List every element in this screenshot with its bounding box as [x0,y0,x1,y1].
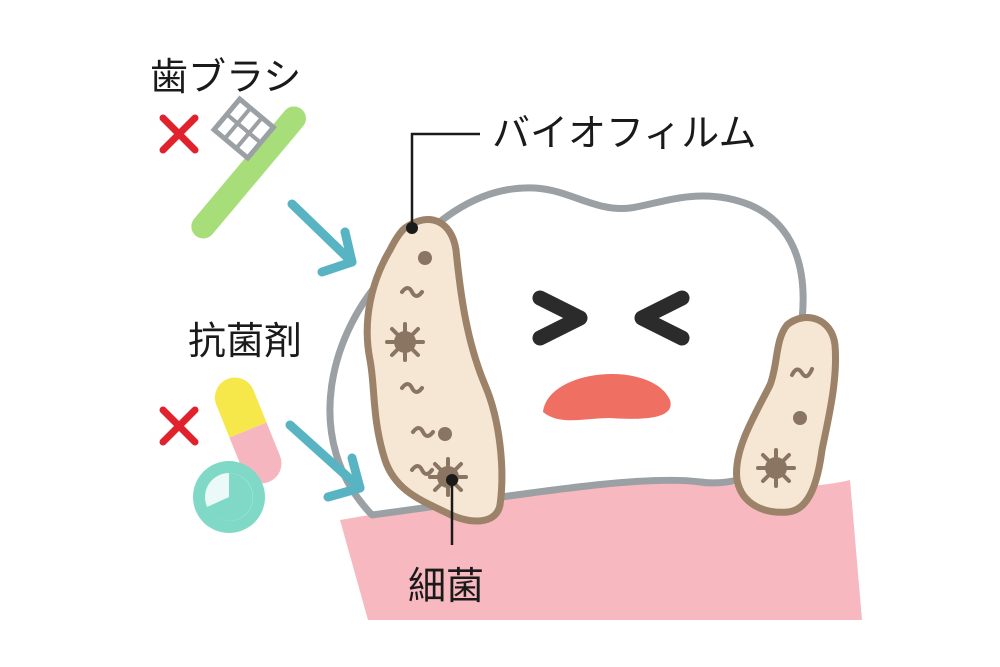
toothbrush-label: 歯ブラシ [150,55,302,99]
bacterium-squiggle [411,426,435,438]
tablet-icon [193,461,265,533]
bacterium-squiggle [410,464,434,476]
toothbrush-icon [191,95,306,239]
biofilm-leader-line [410,132,480,228]
bacterium-squiggle [400,286,424,298]
left-eye [532,290,588,346]
biofilm-label: バイオフィルム [492,111,757,155]
bacterium-icon [756,448,796,488]
bacteria-right [756,367,814,488]
right-eye [634,290,690,346]
bacterium-squiggle [790,367,814,379]
bacterium-squiggle [400,382,424,394]
arrow-icon [287,199,357,277]
biofilm-right [733,314,840,516]
bacterium-dot [418,251,432,265]
capsule-icon [214,377,282,484]
bacteria-label: 細菌 [408,564,485,608]
cross-icon [159,114,199,154]
biofilm-left [363,216,506,525]
mouth [543,374,671,421]
arrow-icon [285,420,365,502]
bacteria-leader-dot [446,474,458,486]
cross-icon [159,406,199,446]
toothbrush-handle [191,106,306,239]
antibacterial-label: 抗菌剤 [188,319,303,363]
biofilm-leader-dot [406,222,418,234]
bacterium-icon [385,322,425,362]
bacterium-dot [793,411,807,425]
bacterium-dot [438,427,452,441]
